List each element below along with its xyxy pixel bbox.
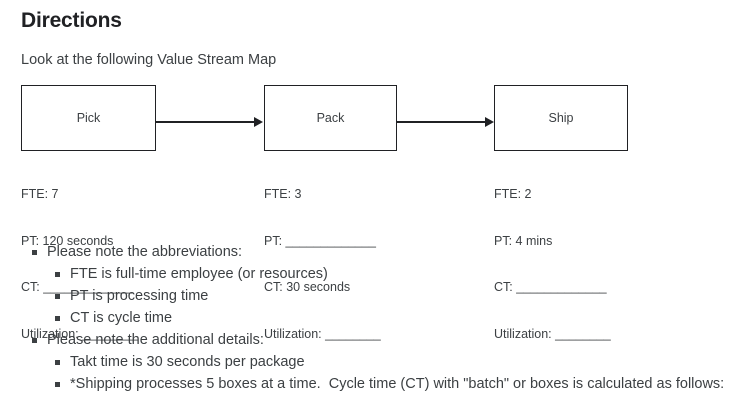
list-item: FTE is full-time employee (or resources) <box>0 263 747 285</box>
intro-instruction-text: Look at the following Value Stream Map <box>21 52 277 68</box>
process-box-pick: Pick <box>21 85 156 151</box>
process-box-pick-label: Pick <box>76 111 101 125</box>
square-bullet-icon <box>55 272 60 277</box>
metric-ct-pick: CT: _____________ <box>21 280 134 294</box>
metric-pt-ship: PT: 4 mins <box>494 233 553 248</box>
metric-fte-pick: FTE: 7 <box>21 187 59 201</box>
list-item-label: Please note the additional details: <box>47 332 264 348</box>
metric-pt-pick: PT: 120 seconds <box>21 233 114 248</box>
list-item: Please note the additional details: <box>0 329 747 351</box>
metric-utilization-pack: Utilization: ________ <box>264 326 381 341</box>
arrow-head <box>254 117 263 127</box>
list-item: CT is cycle time <box>0 307 747 329</box>
process-box-pack: Pack <box>264 85 397 151</box>
process-metrics-pick: FTE: 7 PT: 120 seconds CT: _____________… <box>21 156 138 373</box>
arrow-shaft <box>397 121 486 123</box>
process-box-pack-label: Pack <box>316 111 345 125</box>
metric-utilization-ship: Utilization: ________ <box>494 326 611 341</box>
list-item-label: CT is cycle time <box>70 310 173 326</box>
list-item: Please note the abbreviations: <box>0 241 747 263</box>
process-metrics-ship: FTE: 2 PT: 4 mins CT: _____________ Util… <box>494 156 611 373</box>
list-item: Takt time is 30 seconds per package <box>0 351 747 373</box>
process-box-ship: Ship <box>494 85 628 151</box>
value-stream-map-diagram: Pick FTE: 7 PT: 120 seconds CT: ________… <box>0 80 747 341</box>
list-item-label: FTE is full-time employee (or resources) <box>70 266 328 282</box>
square-bullet-icon <box>55 294 60 299</box>
page-title: Directions <box>21 9 122 32</box>
process-metrics-pack: FTE: 3 PT: _____________ CT: 30 seconds … <box>264 156 381 373</box>
metric-utilization-pick: Utilization: ________ <box>21 326 138 341</box>
metric-fte-ship: FTE: 2 <box>494 187 532 201</box>
arrow-shaft <box>156 121 255 123</box>
square-bullet-icon <box>55 360 60 365</box>
metric-ct-pack: CT: 30 seconds <box>264 280 351 294</box>
flow-arrow-pick-to-pack-icon <box>156 117 263 127</box>
square-bullet-icon <box>32 338 37 343</box>
list-item-label: Please note the abbreviations: <box>47 244 243 260</box>
metric-pt-pack: PT: _____________ <box>264 233 376 248</box>
square-bullet-icon <box>55 316 60 321</box>
list-item-label: *Shipping processes 5 boxes at a time. C… <box>70 376 725 392</box>
process-box-ship-label: Ship <box>548 111 574 125</box>
square-bullet-icon <box>32 250 37 255</box>
list-item: PT is processing time <box>0 285 747 307</box>
notes-list: Please note the abbreviations: FTE is fu… <box>0 241 747 395</box>
flow-arrow-pack-to-ship-icon <box>397 117 494 127</box>
metric-fte-pack: FTE: 3 <box>264 187 302 201</box>
square-bullet-icon <box>55 382 60 387</box>
list-item: *Shipping processes 5 boxes at a time. C… <box>0 373 747 395</box>
metric-ct-ship: CT: _____________ <box>494 280 607 294</box>
list-item-label: Takt time is 30 seconds per package <box>70 354 305 370</box>
list-item-label: PT is processing time <box>70 288 209 304</box>
arrow-head <box>485 117 494 127</box>
